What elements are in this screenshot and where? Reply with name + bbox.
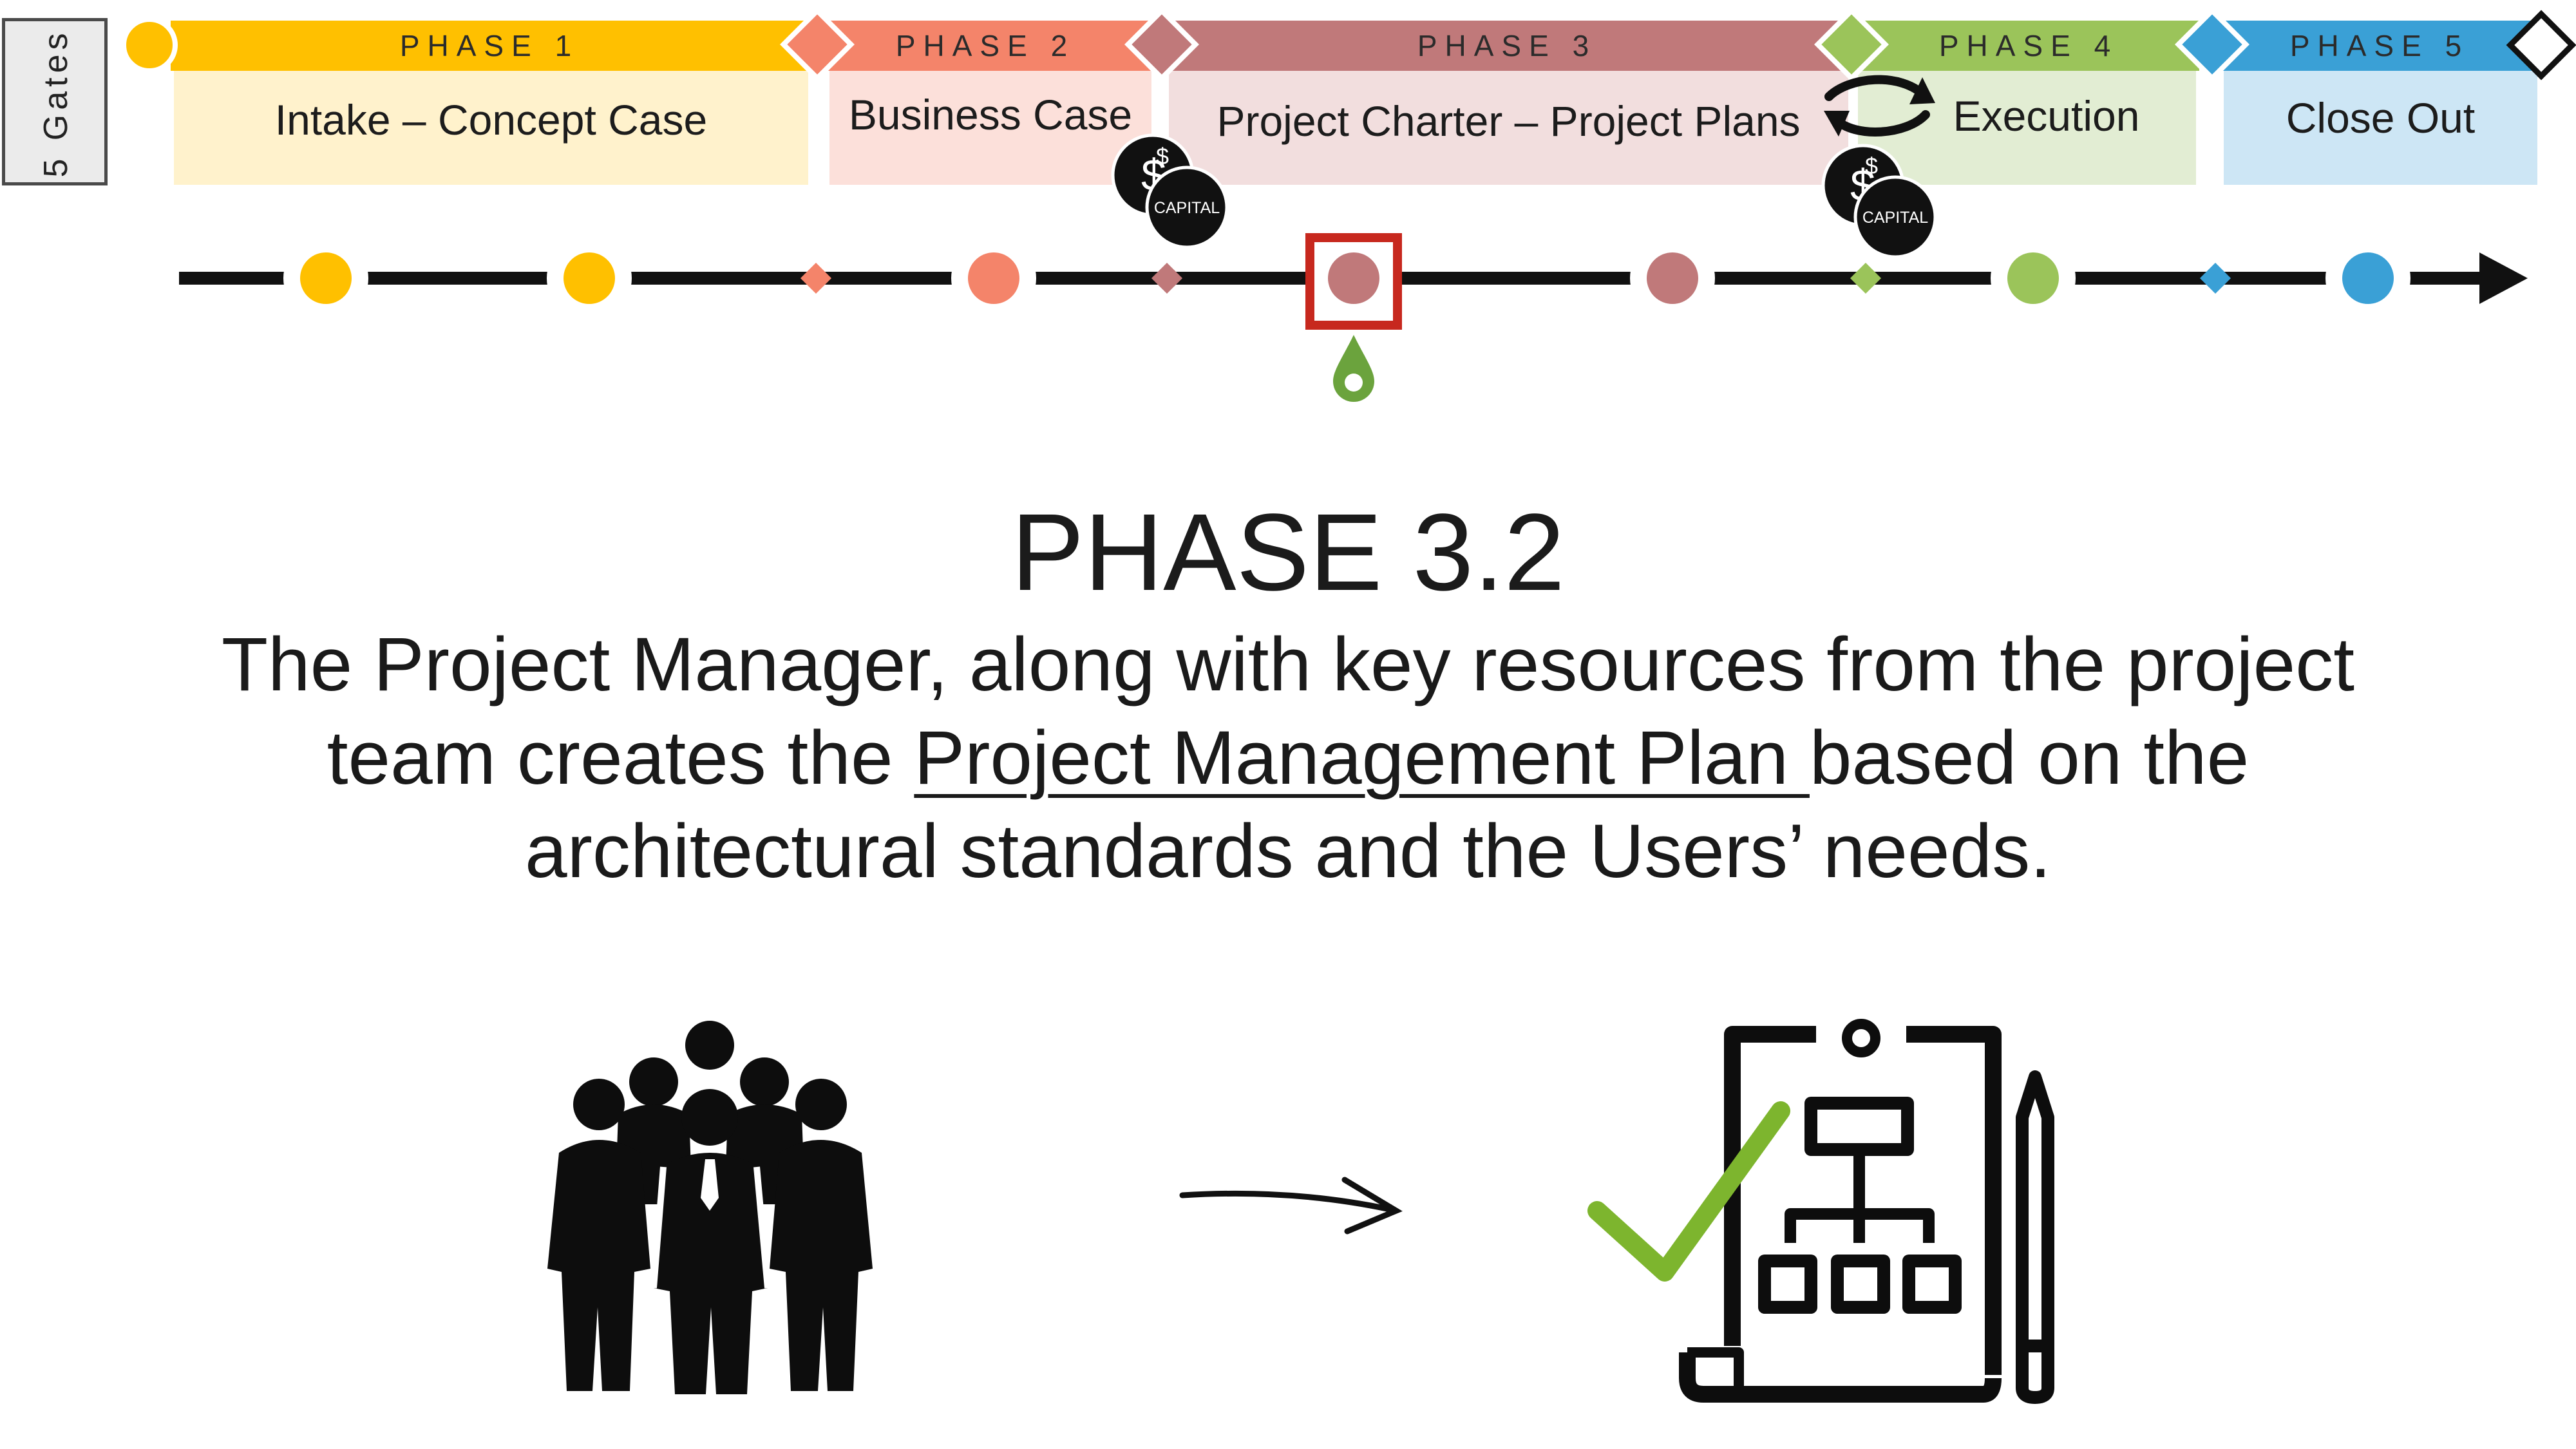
description-part-2: based on the architectural standards and… xyxy=(524,715,2249,894)
gate-5-diamond xyxy=(2506,10,2576,80)
dollar-glyph-1-small: $ xyxy=(1156,143,1169,169)
phase-box-1-label: Intake – Concept Case xyxy=(274,96,708,144)
capital-label-1: CAPITAL xyxy=(1154,199,1220,217)
phase-box-4-label: Execution xyxy=(1953,92,2140,140)
phase-box-5: Close Out xyxy=(2224,71,2537,185)
capital-badge-circle-1 xyxy=(1145,166,1229,249)
phase-box-2: Business Case xyxy=(829,71,1151,185)
phase-box-5-label: Close Out xyxy=(2286,94,2476,142)
phase-box-3: Project Charter – Project Plans xyxy=(1169,71,1848,185)
phase-box-1: Intake – Concept Case xyxy=(174,71,808,185)
timeline-gate-3 xyxy=(1850,262,1882,294)
project-plan-clipboard-icon xyxy=(1679,1019,2002,1403)
phase-band-3: PHASE 3 xyxy=(1166,21,1848,71)
timeline-node-3b-dot xyxy=(1647,252,1698,304)
gate-1-diamond xyxy=(780,7,855,82)
phase-band-1: PHASE 1 xyxy=(171,21,808,71)
capital-label-2: CAPITAL xyxy=(1862,209,1928,227)
timeline-node-1b-dot xyxy=(564,252,615,304)
arrow-icon xyxy=(1179,1177,1403,1235)
phase-box-2-label: Business Case xyxy=(848,91,1133,138)
team-icon-details xyxy=(650,1159,771,1289)
gate-start-circle xyxy=(121,17,178,73)
timeline-node-4-dot xyxy=(2007,252,2059,304)
gates-box xyxy=(2,18,108,185)
gate-3-diamond xyxy=(1814,7,1889,82)
timeline-nodes xyxy=(283,233,2410,330)
capital-badge-phase2: $ $ CAPITAL xyxy=(1111,133,1229,249)
phase-band-5: PHASE 5 xyxy=(2215,21,2544,71)
timeline-gate-4 xyxy=(2199,262,2231,294)
timeline-arrowhead xyxy=(2479,252,2528,304)
phase-band-2: PHASE 2 xyxy=(815,21,1156,71)
timeline-gate-2 xyxy=(1151,262,1183,294)
team-icon xyxy=(547,1021,873,1394)
pencil-icon xyxy=(2016,1070,2054,1404)
gate-2-diamond xyxy=(1124,7,1199,82)
timeline-node-2-dot xyxy=(968,252,1019,304)
location-marker-icon xyxy=(1333,335,1374,402)
timeline-gate-1 xyxy=(800,262,832,294)
page-title: PHASE 3.2 xyxy=(1011,491,1565,614)
phase-box-3-label: Project Charter – Project Plans xyxy=(1217,97,1801,145)
timeline-node-1a-dot xyxy=(300,252,352,304)
gate-4-diamond xyxy=(2175,7,2249,82)
phase-band-4: PHASE 4 xyxy=(1858,21,2199,71)
capital-badge-phase3: $ $ CAPITAL xyxy=(1821,144,1937,259)
timeline-node-5-dot xyxy=(2342,252,2394,304)
timeline-node-3a-dot xyxy=(1328,252,1379,304)
checkmark-icon xyxy=(1587,1101,1790,1282)
project-management-plan-link[interactable]: Project Management Plan xyxy=(914,715,1810,800)
description-part-1: The Project Manager, along with key reso… xyxy=(221,622,2355,800)
description: The Project Manager, along with key reso… xyxy=(129,618,2447,898)
cycle-arrows-icon xyxy=(1824,75,1935,137)
capital-badge-circle-2 xyxy=(1853,175,1937,259)
dollar-glyph-2-small: $ xyxy=(1865,153,1878,179)
